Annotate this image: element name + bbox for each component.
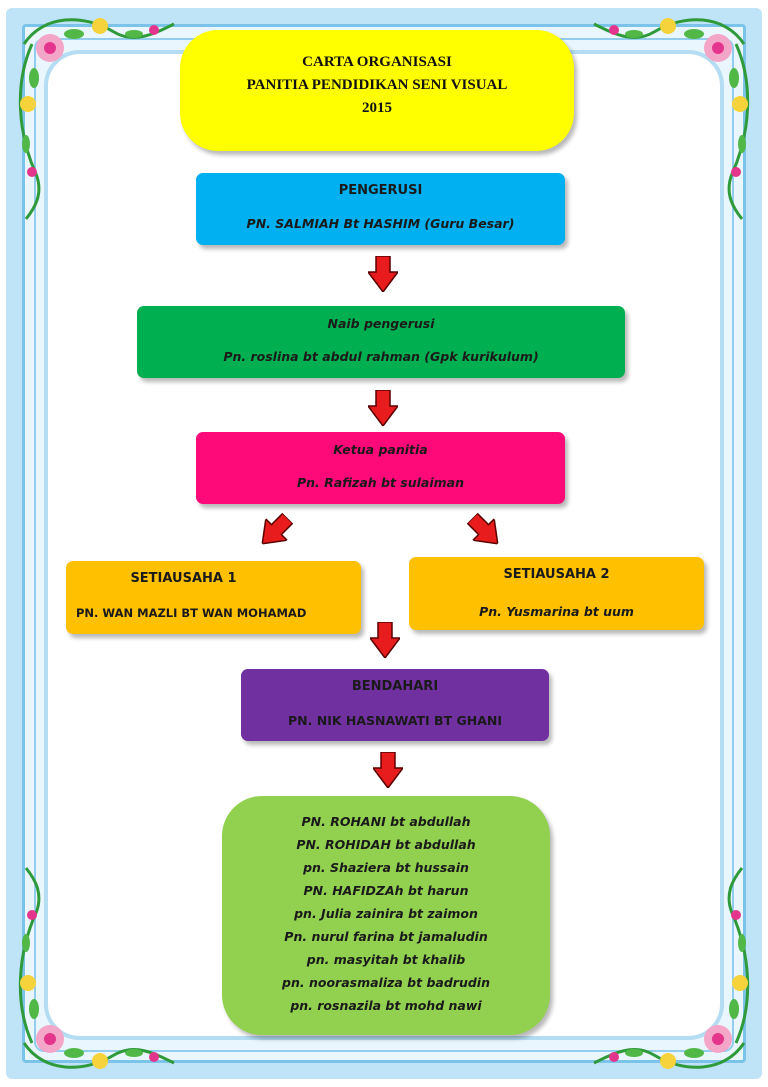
bendahari-role: BENDAHARI xyxy=(351,679,439,694)
red-down-arrow-icon xyxy=(370,622,400,658)
red-diagonal-arrow-icon xyxy=(466,512,499,545)
list-item: pn. noorasmaliza bt badrudin xyxy=(282,975,490,990)
list-item: PN. ROHANI bt abdullah xyxy=(301,814,471,829)
pengerusi-box: PENGERUSI PN. SALMIAH Bt HASHIM (Guru Be… xyxy=(196,173,565,245)
setiausaha-1-name: PN. WAN MAZLI BT WAN MOHAMAD xyxy=(76,606,307,620)
bendahari-name: PN. NIK HASNAWATI BT GHANI xyxy=(288,713,502,728)
floral-corner-ornament-icon xyxy=(593,867,750,1069)
list-item: PN. HAFIDZAh bt harun xyxy=(303,883,469,898)
ahli-panitia-box: PN. ROHANI bt abdullah PN. ROHIDAH bt ab… xyxy=(222,796,550,1035)
floral-corner-ornament-icon xyxy=(18,18,175,220)
red-down-arrow-icon xyxy=(368,256,398,292)
pengerusi-name: PN. SALMIAH Bt HASHIM (Guru Besar) xyxy=(246,216,515,231)
floral-corner-ornament-icon xyxy=(593,18,750,220)
list-item: pn. rosnazila bt mohd nawi xyxy=(290,998,482,1013)
bendahari-box: BENDAHARI PN. NIK HASNAWATI BT GHANI xyxy=(241,669,549,741)
ketua-panitia-name: Pn. Rafizah bt sulaiman xyxy=(297,475,464,490)
pengerusi-role: PENGERUSI xyxy=(338,183,423,198)
red-down-arrow-icon xyxy=(373,752,403,788)
setiausaha-2-name: Pn. Yusmarina bt uum xyxy=(479,604,634,619)
chart-title-year: 2015 xyxy=(362,100,392,116)
setiausaha-1-role: SETIAUSAHA 1 xyxy=(130,571,237,586)
naib-pengerusi-box: Naib pengerusi Pn. roslina bt abdul rahm… xyxy=(137,306,625,378)
list-item: PN. ROHIDAH bt abdullah xyxy=(296,837,476,852)
setiausaha-2-role: SETIAUSAHA 2 xyxy=(503,567,610,582)
list-item: pn. Shaziera bt hussain xyxy=(303,860,469,875)
floral-corner-ornament-icon xyxy=(18,867,175,1069)
chart-title-box: CARTA ORGANISASI PANITIA PENDIDIKAN SENI… xyxy=(180,30,574,151)
list-item: pn. masyitah bt khalib xyxy=(306,952,466,967)
list-item: pn. Julia zainira bt zaimon xyxy=(294,906,478,921)
chart-title-line-2: PANITIA PENDIDIKAN SENI VISUAL xyxy=(246,77,508,93)
list-item: Pn. nurul farina bt jamaludin xyxy=(284,929,488,944)
ketua-panitia-role: Ketua panitia xyxy=(333,442,428,457)
setiausaha-1-box: SETIAUSAHA 1 PN. WAN MAZLI BT WAN MOHAMA… xyxy=(66,561,361,634)
red-down-arrow-icon xyxy=(368,390,398,426)
naib-pengerusi-name: Pn. roslina bt abdul rahman (Gpk kurikul… xyxy=(223,349,539,364)
setiausaha-2-box: SETIAUSAHA 2 Pn. Yusmarina bt uum xyxy=(409,557,704,630)
red-diagonal-arrow-icon xyxy=(261,512,294,545)
ketua-panitia-box: Ketua panitia Pn. Rafizah bt sulaiman xyxy=(196,432,565,504)
chart-title-line-1: CARTA ORGANISASI xyxy=(302,54,452,70)
naib-pengerusi-role: Naib pengerusi xyxy=(327,316,435,331)
